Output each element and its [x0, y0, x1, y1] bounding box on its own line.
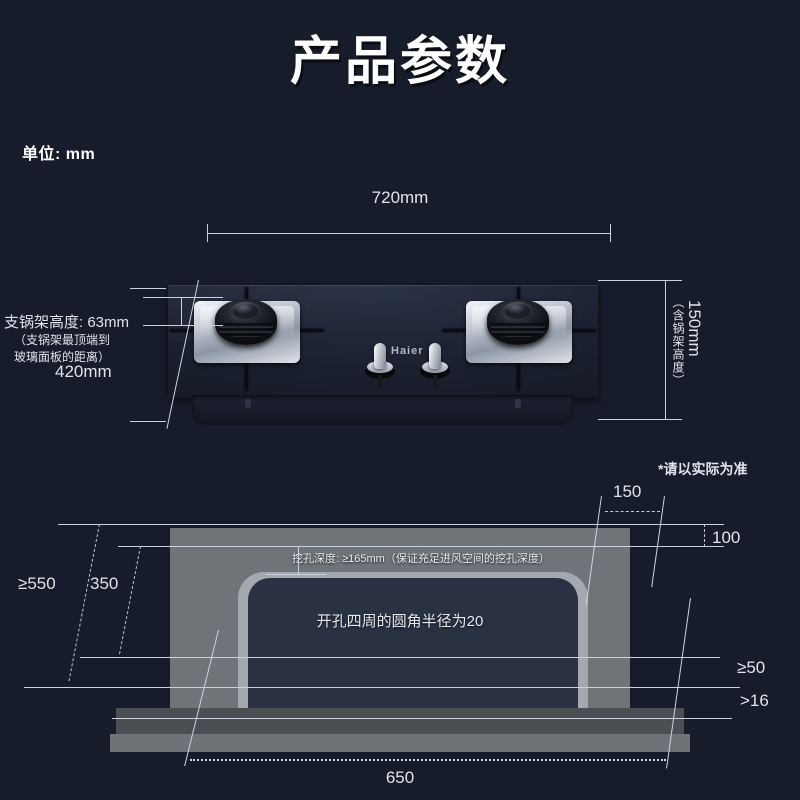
pot-rack-arm-left [442, 329, 482, 332]
ref-line-top [58, 524, 724, 525]
rack-height-leader-bottom [183, 325, 223, 326]
dim-650-line [190, 759, 666, 761]
total-height-leader-top [598, 280, 650, 281]
depth-note-leader [298, 546, 299, 574]
dim-150-dash [605, 511, 660, 512]
page-title: 产品参数 [289, 33, 510, 91]
width-dimension-tick-left [207, 224, 208, 242]
knob-peg [433, 375, 437, 388]
dim-650-label: 650 [385, 768, 415, 787]
knob-stem [429, 343, 441, 369]
pot-rack-arm-bottom [517, 353, 520, 391]
pot-rack-arm-left [170, 329, 210, 332]
dim-50-label: ≥50 [737, 658, 766, 677]
control-knob-left [365, 343, 395, 389]
depth-dimension-label: 420mm [55, 362, 112, 381]
burner-cap [215, 299, 277, 345]
ref-line-third [80, 657, 720, 658]
dim-100-label: 100 [712, 528, 741, 547]
dim-550-label: ≥550 [18, 574, 56, 593]
width-dimension-tick-right [610, 224, 611, 242]
burner-right [442, 287, 596, 391]
dim-350-leader [119, 546, 141, 655]
depth-tick-top [130, 288, 166, 289]
control-knob-right [420, 343, 450, 389]
unit-label: 单位: mm [22, 146, 96, 163]
pot-rack-arm-right [284, 329, 324, 332]
countertop-edge-upper [116, 708, 684, 734]
dim-150-label: 150 [613, 482, 642, 501]
rack-height-note-line1: （支锅架最顶端到 [14, 333, 111, 347]
rack-height-bracket [181, 297, 182, 326]
total-height-leader-bottom [598, 419, 650, 420]
total-height-tick-top [648, 280, 682, 281]
depth-tick-bottom [130, 421, 166, 422]
ref-line-fourth [24, 687, 740, 688]
dim-16-label: >16 [740, 691, 769, 710]
ref-line-second [118, 546, 724, 547]
cooktop-illustration: Haier [168, 285, 598, 430]
depth-note-tick [266, 574, 326, 575]
dim-150-leader-right [651, 496, 665, 588]
rack-height-label: 支锅架高度: 63mm [4, 314, 130, 331]
rack-height-leader-top [183, 297, 223, 298]
pot-rack-arm-right [556, 329, 596, 332]
knob-peg [378, 375, 382, 388]
corner-radius-note: 开孔四周的圆角半径为20 [316, 613, 484, 630]
ref-line-fifth [112, 718, 732, 719]
width-dimension-line [207, 233, 611, 234]
total-height-label: 150mm [685, 300, 704, 357]
countertop-edge-lower [110, 734, 690, 752]
cooktop-body [192, 395, 574, 425]
total-height-tick-bottom [648, 419, 682, 420]
burner-left [170, 287, 324, 391]
total-height-line [665, 280, 666, 420]
rack-height-note-line2: 玻璃面板的距离） [14, 350, 111, 364]
brand-logo: Haier [391, 345, 424, 357]
rack-height-tick-bottom [143, 325, 183, 326]
dim-100-dash [704, 524, 705, 547]
rack-height-tick-top [143, 297, 183, 298]
dim-350-label: 350 [90, 574, 119, 593]
width-dimension-label: 720mm [371, 188, 429, 207]
burner-cap [487, 299, 549, 345]
cutout-depth-note: 挖孔深度: ≥165mm（保证充足进风空间的挖孔深度） [292, 553, 550, 565]
pot-rack-arm-bottom [245, 353, 248, 391]
knob-stem [374, 343, 386, 369]
disclaimer-note: *请以实际为准 [658, 461, 748, 477]
total-height-note: （含锅架高度） [671, 296, 685, 387]
cutout-diagram: 挖孔深度: ≥165mm（保证充足进风空间的挖孔深度） 开孔四周的圆角半径为20… [0, 480, 800, 800]
cutout-hole [248, 578, 578, 708]
